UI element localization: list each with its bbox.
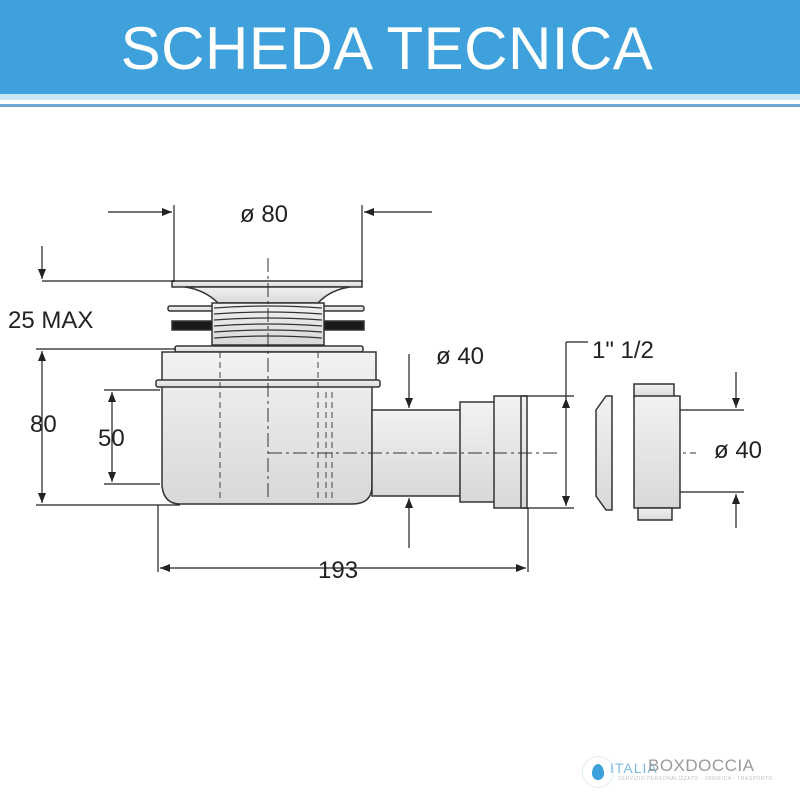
label-inner-height: 50 [98,425,125,452]
dimension-lines [36,205,744,572]
drain-bowl-rim [174,345,364,353]
label-max-height: 25 MAX [8,307,93,334]
drain-cover-plate [171,280,363,288]
page-title: SCHEDA TECNICA [120,15,654,82]
conical-seal [595,395,613,511]
outlet-adapter-large [493,395,525,509]
label-body-height: 80 [30,411,57,438]
water-drop-icon [582,756,614,788]
header-bar: SCHEDA TECNICA [0,0,800,100]
outlet-adapter-small [459,401,497,503]
outlet-adapter-cap [520,395,528,509]
drain-trap-body [155,280,528,509]
logo-tagline: SERVIZIO PERSONALIZZATO · VERIFICA · TRA… [618,776,773,782]
brand-logo: ITALIA BOXDOCCIA SERVIZIO PERSONALIZZATO… [582,746,792,792]
drain-gasket-left [171,320,215,331]
header-divider [0,104,800,107]
label-connector-diameter: ø 40 [714,437,762,464]
label-top-diameter: ø 80 [240,201,288,228]
label-outlet-diameter: ø 40 [436,343,484,370]
drain-bowl [161,351,377,505]
connector-nut [633,383,681,521]
logo-brand-first: ITALIA [610,760,658,776]
hidden-lines [219,352,333,500]
drain-gasket-right [321,320,365,331]
label-thread-size: 1" 1/2 [592,337,654,364]
logo-brand-second: BOXDOCCIA [648,756,755,775]
label-total-length: 193 [318,557,358,584]
